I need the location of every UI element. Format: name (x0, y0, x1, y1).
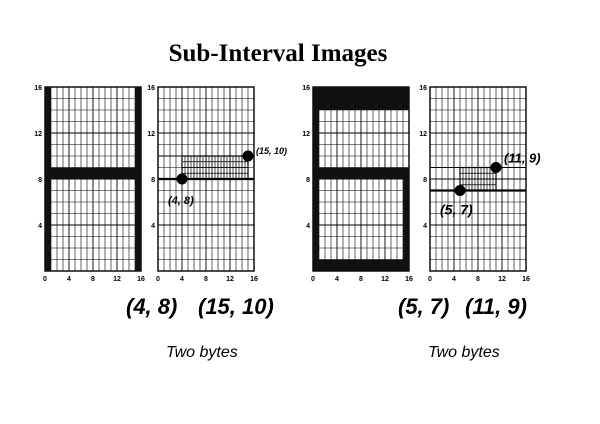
left-two-bytes-caption: Two bytes (166, 344, 238, 361)
sub-interval-region (181, 155, 249, 180)
sub-grid-a-panel: (4, 8) (15, 10) 16 12 8 4 0 4 8 12 16 (147, 85, 287, 283)
x-tick-label: 12 (498, 276, 506, 283)
full-grid-a-panel: 16 12 8 4 0 4 8 12 16 (34, 85, 145, 283)
right-point-1-caption: (5, 7) (398, 294, 450, 319)
x-tick-label: 4 (67, 276, 71, 283)
x-tick-label: 4 (335, 276, 339, 283)
y-tick-label: 4 (306, 223, 310, 230)
x-tick-label: 8 (91, 276, 95, 283)
x-tick-label: 0 (428, 276, 432, 283)
point-1-label: (4, 8) (168, 195, 194, 207)
x-tick-label: 16 (137, 276, 145, 283)
sub-interval-region (459, 166, 497, 192)
x-tick-label: 12 (381, 276, 389, 283)
x-tick-label: 8 (476, 276, 480, 283)
point-2-marker (242, 150, 254, 162)
right-point-2-caption: (11, 9) (465, 294, 527, 319)
point-1-marker (454, 185, 466, 196)
horizontal-band (313, 167, 409, 179)
y-tick-label: 12 (34, 131, 42, 138)
y-tick-label: 8 (38, 177, 42, 184)
left-point-1-caption: (4, 8) (126, 294, 178, 319)
y-tick-label: 12 (302, 131, 310, 138)
y-tick-label: 4 (38, 223, 42, 230)
left-border-bar (45, 87, 51, 271)
x-tick-label: 16 (522, 276, 530, 283)
x-tick-label: 4 (180, 276, 184, 283)
y-tick-label: 8 (151, 177, 155, 184)
y-tick-label: 12 (419, 131, 427, 138)
full-grid-b-panel: 16 12 8 4 0 4 8 12 16 (302, 85, 413, 283)
sub-grid-b-panel: (5, 7) (11, 9) 16 12 8 4 0 4 8 12 16 (419, 85, 540, 283)
point-1-label: (5, 7) (440, 202, 473, 218)
page-title: Sub-Interval Images (168, 40, 388, 67)
top-border-bar (313, 87, 409, 110)
horizontal-band (45, 167, 141, 179)
y-tick-label: 8 (306, 177, 310, 184)
right-border-bar (403, 167, 409, 271)
y-tick-label: 16 (302, 85, 310, 92)
x-tick-label: 16 (250, 276, 258, 283)
right-border-bar (135, 87, 141, 271)
x-tick-label: 8 (204, 276, 208, 283)
x-tick-label: 16 (405, 276, 413, 283)
x-tick-label: 0 (311, 276, 315, 283)
y-tick-label: 8 (423, 177, 427, 184)
y-tick-label: 4 (423, 223, 427, 230)
point-2-label: (15, 10) (256, 146, 287, 156)
x-tick-label: 0 (43, 276, 47, 283)
y-tick-label: 16 (147, 85, 155, 92)
y-tick-label: 16 (419, 85, 427, 92)
x-tick-label: 12 (113, 276, 121, 283)
left-point-2-caption: (15, 10) (198, 294, 274, 319)
x-tick-label: 4 (452, 276, 456, 283)
y-tick-label: 4 (151, 223, 155, 230)
y-tick-label: 12 (147, 131, 155, 138)
y-tick-label: 16 (34, 85, 42, 92)
x-tick-label: 8 (359, 276, 363, 283)
right-two-bytes-caption: Two bytes (428, 344, 500, 361)
point-2-label: (11, 9) (504, 151, 541, 166)
bottom-border-bar (313, 259, 409, 271)
point-2-marker (490, 162, 502, 173)
x-tick-label: 12 (226, 276, 234, 283)
x-tick-label: 0 (156, 276, 160, 283)
point-1-marker (176, 173, 188, 185)
